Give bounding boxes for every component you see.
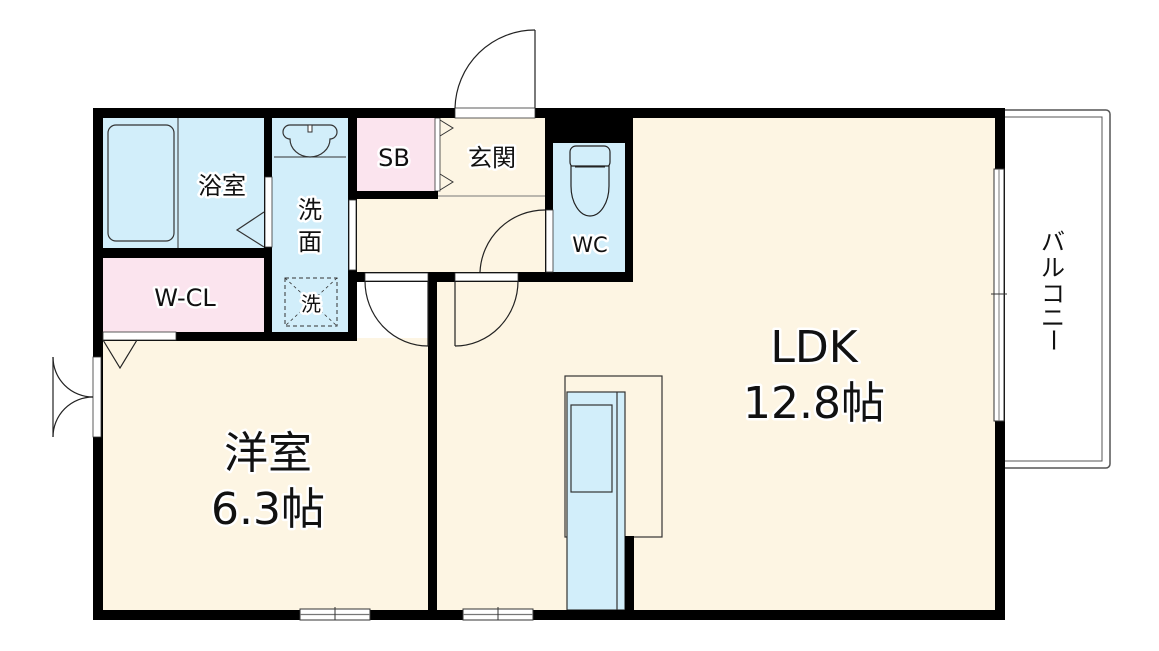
- western-room-size: 6.3帖: [211, 484, 325, 535]
- entrance-label: 玄関: [468, 144, 516, 172]
- washroom-label-2: 面: [298, 228, 322, 256]
- kitchen-sink-icon: [570, 404, 613, 493]
- svg-text:コ: コ: [1041, 280, 1065, 308]
- washroom-label-1: 洗: [298, 196, 322, 224]
- shoe-box-label: SB: [378, 144, 410, 172]
- ldk-size: 12.8帖: [743, 378, 885, 429]
- window-ldk: [462, 607, 534, 621]
- balcony: [999, 109, 1111, 469]
- kitchen-counter: [564, 375, 663, 611]
- ldk-label: LDK: [770, 322, 858, 373]
- western-room-door-icon[interactable]: [364, 280, 429, 347]
- walk-in-closet-floor: [100, 258, 266, 332]
- ldk-door-icon[interactable]: [454, 280, 519, 347]
- balcony-label: バ ル コ ニ ー: [1039, 228, 1067, 352]
- shoe-box-floor: [357, 118, 435, 191]
- shoe-box-door-icon: [439, 119, 454, 137]
- sink-icon: [274, 124, 346, 158]
- balcony-label-dash: ー: [1039, 328, 1067, 352]
- balcony-window[interactable]: [991, 168, 1007, 422]
- side-door-icon[interactable]: [52, 356, 94, 438]
- svg-text:バ: バ: [1041, 228, 1065, 256]
- walk-in-closet-label: W-CL: [154, 284, 216, 312]
- toilet-icon: [569, 145, 611, 217]
- washer-space-icon: [284, 277, 338, 327]
- toilet-label: WC: [572, 233, 607, 257]
- bath-label: 浴室: [198, 172, 246, 200]
- toilet-door-icon[interactable]: [479, 209, 546, 273]
- western-room-label: 洋室: [224, 428, 312, 479]
- bath-door-icon: [235, 211, 265, 248]
- window-western: [299, 607, 371, 621]
- washer-label: 洗: [301, 292, 321, 316]
- entrance-door-icon[interactable]: [454, 29, 536, 109]
- closet-door-icon[interactable]: [102, 339, 138, 370]
- svg-text:ル: ル: [1041, 254, 1065, 282]
- bathtub-icon: [107, 124, 175, 242]
- svg-text:ニ: ニ: [1041, 304, 1065, 332]
- western-room-floor: [100, 338, 432, 610]
